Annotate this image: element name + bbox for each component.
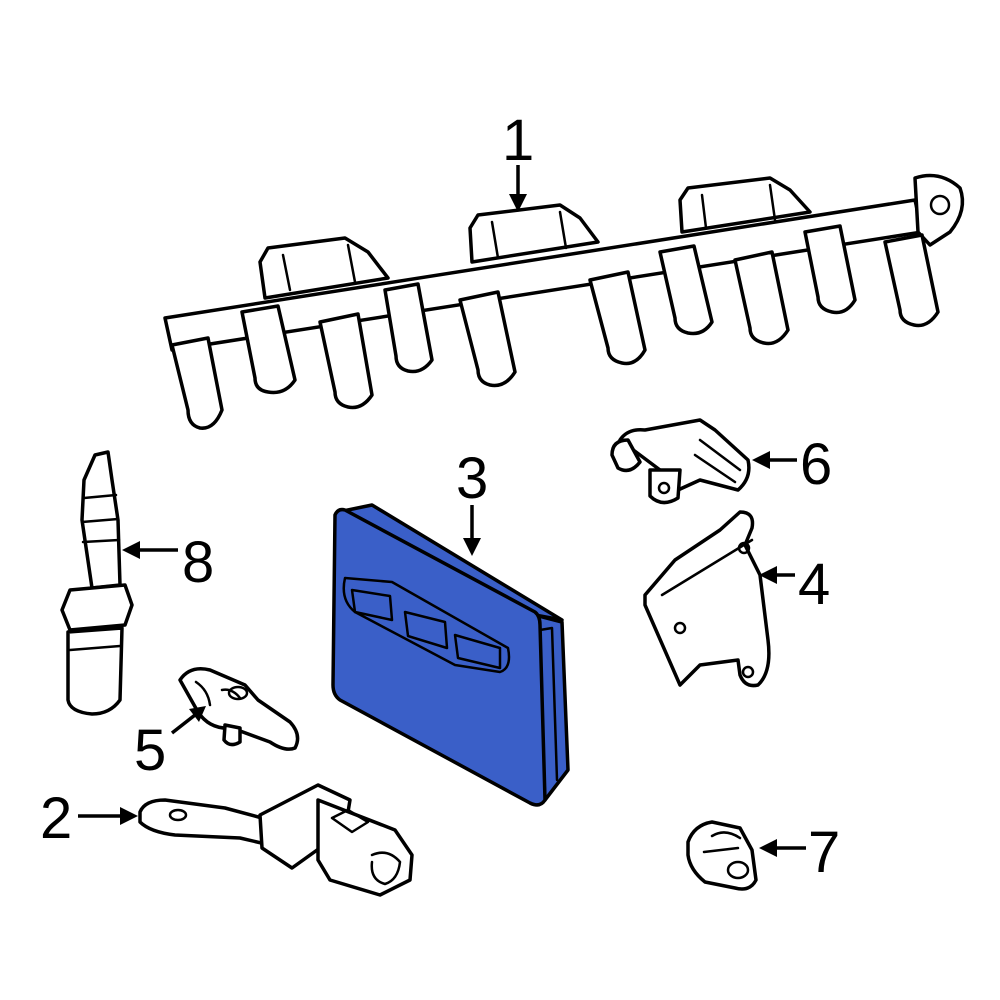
callout-label-6: 6 [800,432,832,497]
callout-label-4: 4 [798,552,830,617]
ignition-coil-rail[interactable] [163,173,965,430]
spark-plug[interactable] [60,450,134,716]
cam-position-sensor[interactable] [610,418,751,505]
callout-label-5: 5 [134,718,166,783]
callout-3: 3 [456,446,488,556]
callout-6: 6 [752,432,832,497]
callout-1: 1 [502,108,534,212]
sensor-part-5[interactable] [178,667,300,751]
callout-label-3: 3 [456,446,488,511]
callout-5: 5 [134,706,206,783]
callout-2: 2 [40,786,138,851]
callout-4: 4 [759,552,830,617]
callout-label-7: 7 [808,820,840,885]
engine-control-module[interactable] [331,503,570,807]
callout-label-8: 8 [182,530,214,595]
coil-boots [170,224,940,430]
callout-7: 7 [759,820,840,885]
mounting-bracket[interactable] [643,510,771,688]
callout-label-1: 1 [502,108,534,173]
callout-label-2: 2 [40,786,72,851]
callout-8: 8 [122,530,214,595]
sensor-part-2[interactable] [138,783,414,897]
ecm-connector-ports [342,576,511,674]
sensor-part-7[interactable] [686,820,758,891]
